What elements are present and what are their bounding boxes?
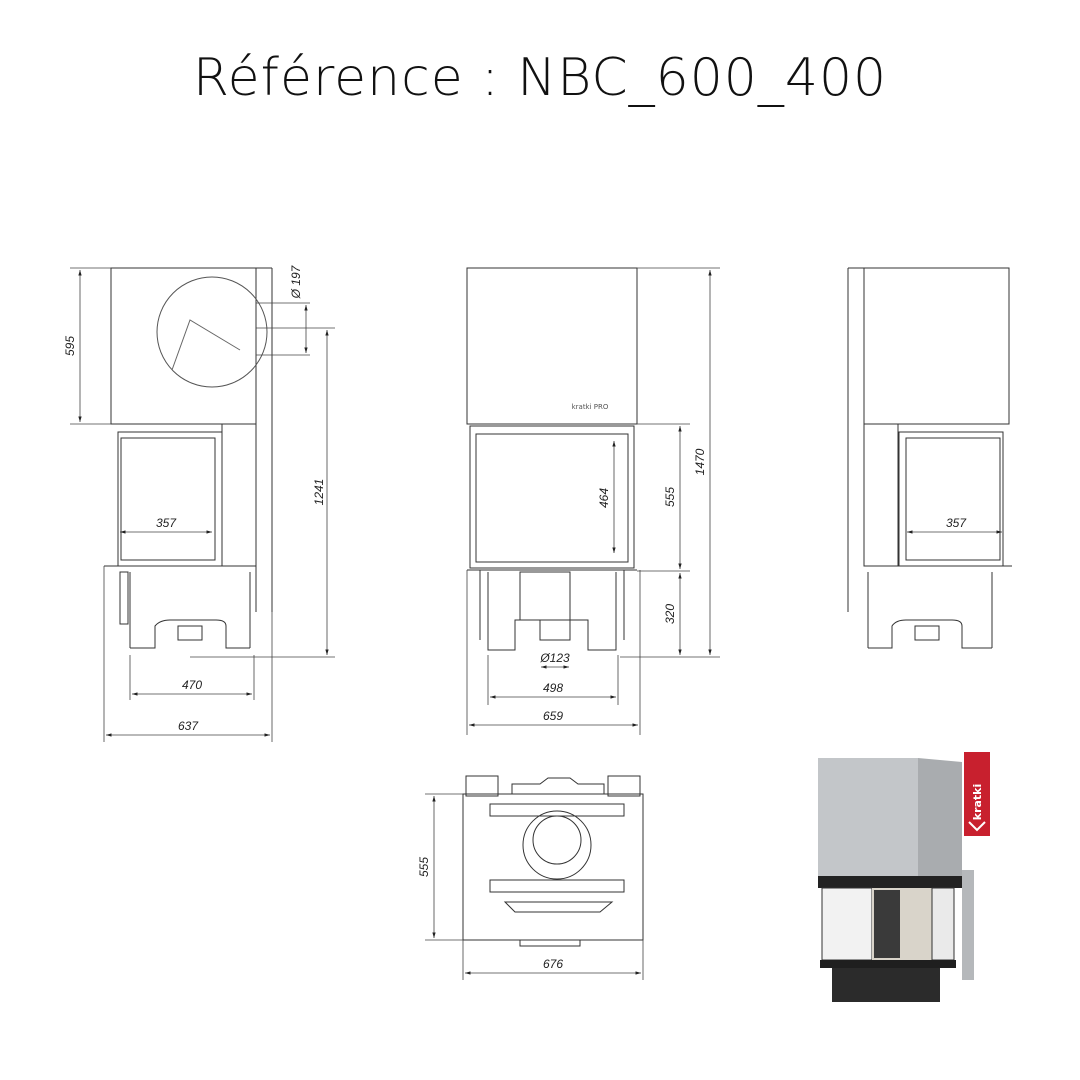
dim-left-top-height: 595 <box>63 336 77 356</box>
brand-logo-icon <box>968 821 986 832</box>
dim-left-depth: 637 <box>178 719 199 733</box>
brand-label: kratki <box>971 784 984 821</box>
product-photo: kratki <box>818 752 990 1002</box>
left-side-view <box>104 267 273 649</box>
page-title: Référence : NBC_600_400 <box>192 48 888 108</box>
dim-air-inlet: Ø123 <box>539 651 570 665</box>
dim-front-base-height: 320 <box>663 604 677 624</box>
dim-top-width: 676 <box>543 957 563 971</box>
dim-front-width: 659 <box>543 709 563 723</box>
brand-banner <box>964 752 990 836</box>
dim-left-foot-width: 470 <box>182 678 202 692</box>
dim-left-glass-width: 357 <box>156 516 177 530</box>
top-view <box>462 775 644 947</box>
dim-flue-diameter: Ø 197 <box>289 264 303 299</box>
dim-top-depth: 555 <box>417 857 431 877</box>
right-side-view <box>847 267 1012 649</box>
dim-front-door-height: 555 <box>663 487 677 507</box>
dim-front-total-height: 1470 <box>693 448 707 475</box>
dim-front-foot-width: 498 <box>543 681 563 695</box>
brand-plate: kratki PRO <box>572 403 609 411</box>
dim-front-glass-height: 464 <box>597 488 611 508</box>
dim-left-total-height: 1241 <box>312 479 326 506</box>
front-view <box>466 267 638 651</box>
dim-right-glass-width: 357 <box>946 516 967 530</box>
